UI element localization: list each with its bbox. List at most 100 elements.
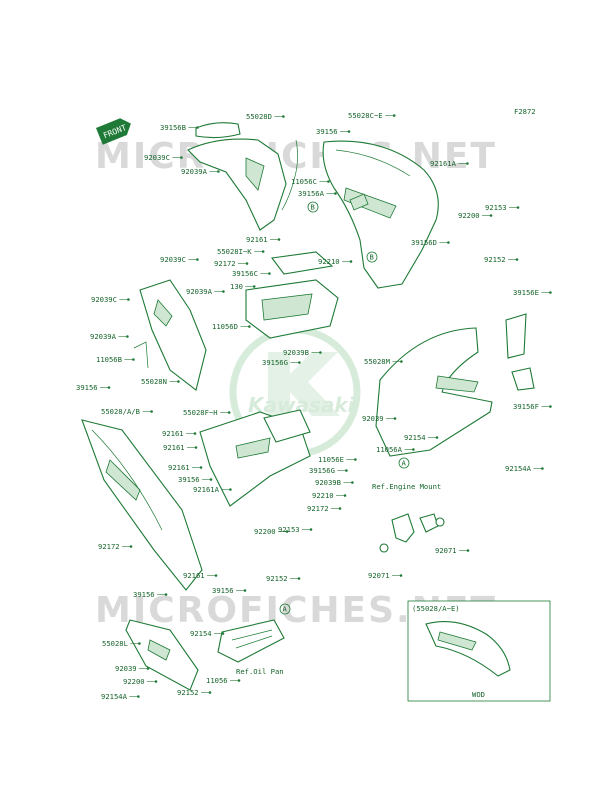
leader-dot [297,577,301,580]
ref-oil-pan-label: Ref.Oil Pan [236,667,284,676]
part-number-label: 92071 [368,571,390,580]
front-arrow: FRONT [96,118,131,145]
inset-title: (55028/A~E) [412,604,460,613]
part-number-label: 55028F~H [183,408,218,417]
leader-dot [245,262,249,265]
part-number-label: 92152 [484,255,506,264]
svg-text:B: B [311,203,315,212]
part-number-label: 92200 [458,211,480,220]
leader-dot [515,258,519,261]
leader-dot [399,574,403,577]
part-number-label: 92161 [246,235,268,244]
leader-dot [349,260,353,263]
part-number-label: 11056E [318,455,344,464]
part-number-label: 92154A [101,692,128,701]
part-number-label: 39156 [316,127,338,136]
middle-inner-panel [245,251,339,339]
leader-dot [343,494,347,497]
lower-left-side-cowl [81,419,203,591]
part-number-label: 39156G [309,466,335,475]
part-number-label: 92172 [307,504,329,513]
part-number-label: 92039A [186,287,213,296]
part-number-label: 92161 [163,443,185,452]
leader-dot [196,258,199,261]
leader-dot [268,272,271,275]
part-number-label: 39156D [411,238,437,247]
part-number-label: 92039A [90,332,117,341]
part-number-label: 92200 [254,527,276,536]
upper-right-cowl-part [322,140,439,289]
leader-dot [447,241,450,244]
leader-dot [209,478,213,481]
lower-center-inner-cowl [199,409,311,507]
leader-dot [400,360,403,363]
leader-dot [208,691,212,694]
leader-dot [127,298,130,301]
leader-dot [180,156,183,159]
leader-dot [196,126,199,129]
part-number-label: 92172 [98,542,120,551]
leader-dot [327,180,330,183]
part-number-label: 92154A [505,464,532,473]
leader-dot [252,285,256,288]
part-number-label: 39156 [133,590,155,599]
leader-dot [214,574,218,577]
leader-dot [347,130,351,133]
part-number-label: 39156 [76,383,98,392]
part-number-label: 92039C [160,255,186,264]
leader-dot [549,291,552,294]
leader-dot [237,679,241,682]
leader-dot [319,351,322,354]
part-number-label: 92039 [115,664,137,673]
circle-b-marker-2: B [366,251,378,263]
leader-dot [277,238,281,241]
leader-dot [435,436,439,439]
part-number-label: 92154 [404,433,426,442]
leader-dot [334,192,337,195]
part-number-label: 11056 [206,676,228,685]
leader-dot [412,448,415,451]
part-number-label: 39156B [160,123,186,132]
leader-dot [466,549,470,552]
leader-dot [345,469,348,472]
part-number-label: 130 [230,282,243,291]
leader-dot [107,386,111,389]
part-number-label: 92039B [283,348,309,357]
svg-text:B: B [370,253,374,262]
part-number-label: 39156G [262,358,288,367]
part-number-label: 39156A [298,189,325,198]
part-labels: 55028D39156B92039C92039A3915655028C~E110… [76,111,552,701]
part-number-label: 55028/A/B [101,407,140,416]
part-number-label: 92071 [435,546,457,555]
leader-dot [261,250,265,253]
part-number-label: 92210 [312,491,334,500]
part-number-label: 11056B [96,355,122,364]
left-bracket-part [133,279,207,391]
leader-dot [489,214,493,217]
circle-a-marker: A [398,457,410,469]
leader-dot [354,458,357,461]
leader-dot [137,695,140,698]
part-number-label: 92200 [123,677,145,686]
part-number-label: 39156F [513,402,539,411]
part-number-label: 55028N [141,377,167,386]
leader-dot [516,206,520,209]
leader-dot [282,115,285,118]
leader-dot [129,545,133,548]
leader-dot [217,170,220,173]
leader-dot [248,325,251,328]
leader-dot [193,432,197,435]
part-number-label: 92172 [214,259,236,268]
watermark-top: MICROFICHES.NET [95,136,497,177]
part-number-label: 92161A [193,485,220,494]
circle-a-marker-2: A [279,603,291,615]
figure-code: F2872 [514,107,536,116]
engine-mount-parts [379,513,445,553]
leader-dot [199,466,203,469]
inset-box: (55028/A~E) WOD [407,600,551,702]
part-number-label: 92153 [278,525,300,534]
part-number-label: 55028M [364,357,391,366]
part-number-label: 39156E [513,288,539,297]
